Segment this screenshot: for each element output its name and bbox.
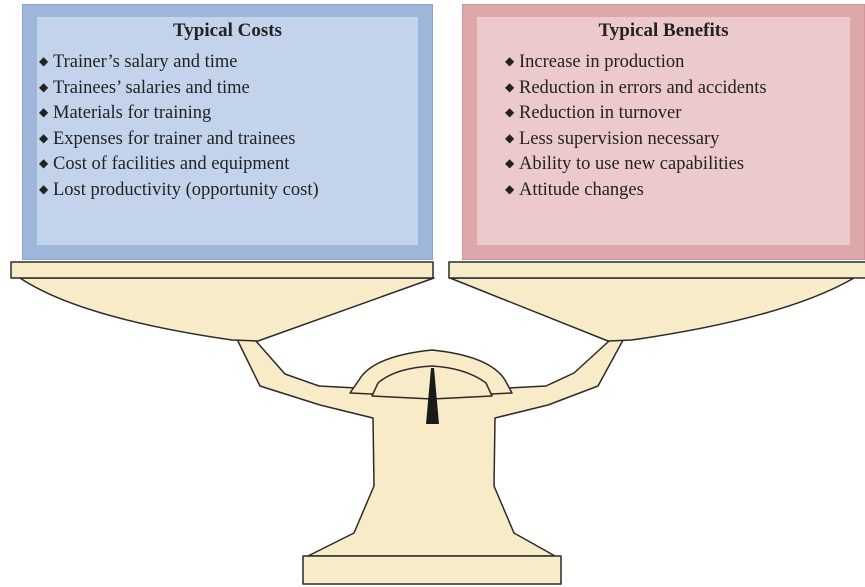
benefits-title: Typical Benefits: [598, 20, 729, 41]
list-item: ◆Reduction in errors and accidents: [505, 75, 767, 101]
costs-list: ◆Trainer’s salary and time ◆Trainees’ sa…: [39, 49, 319, 202]
list-item: ◆Reduction in turnover: [505, 100, 767, 126]
list-item: ◆Cost of facilities and equipment: [39, 151, 319, 177]
diamond-bullet-icon: ◆: [39, 79, 49, 94]
diamond-bullet-icon: ◆: [39, 156, 49, 170]
benefits-panel: Typical Benefits ◆Increase in production…: [462, 4, 865, 260]
benefits-panel-inner: Typical Benefits ◆Increase in production…: [477, 17, 850, 245]
left-pan: [19, 277, 435, 342]
scale-needle: [426, 368, 439, 424]
costs-title: Typical Costs: [173, 20, 282, 41]
diamond-bullet-icon: ◆: [505, 54, 515, 68]
right-pan: [449, 277, 855, 342]
list-item: ◆Increase in production: [505, 49, 767, 75]
diamond-bullet-icon: ◆: [505, 130, 515, 145]
costs-panel: Typical Costs ◆Trainer’s salary and time…: [22, 4, 433, 260]
right-pan-rim: [448, 261, 865, 279]
list-item: ◆Expenses for trainer and trainees: [39, 126, 319, 152]
diamond-bullet-icon: ◆: [505, 105, 515, 119]
diamond-bullet-icon: ◆: [505, 156, 515, 170]
list-item: ◆Less supervision necessary: [505, 126, 767, 152]
list-item: ◆Trainees’ salaries and time: [39, 75, 319, 101]
scale-base-plate: [302, 555, 562, 585]
list-item: ◆Materials for training: [39, 100, 319, 126]
left-pan-rim: [10, 261, 434, 279]
benefits-list: ◆Increase in production ◆Reduction in er…: [505, 49, 767, 202]
diamond-bullet-icon: ◆: [39, 54, 49, 68]
list-item: ◆Trainer’s salary and time: [39, 49, 319, 75]
list-item: ◆Attitude changes: [505, 177, 767, 203]
diamond-bullet-icon: ◆: [39, 105, 49, 119]
list-item: ◆Lost productivity (opportunity cost): [39, 177, 319, 203]
list-item: ◆Ability to use new capabilities: [505, 151, 767, 177]
costs-panel-inner: Typical Costs ◆Trainer’s salary and time…: [37, 17, 418, 245]
diamond-bullet-icon: ◆: [505, 79, 515, 94]
diamond-bullet-icon: ◆: [505, 181, 515, 196]
diamond-bullet-icon: ◆: [39, 181, 49, 196]
diamond-bullet-icon: ◆: [39, 130, 49, 145]
